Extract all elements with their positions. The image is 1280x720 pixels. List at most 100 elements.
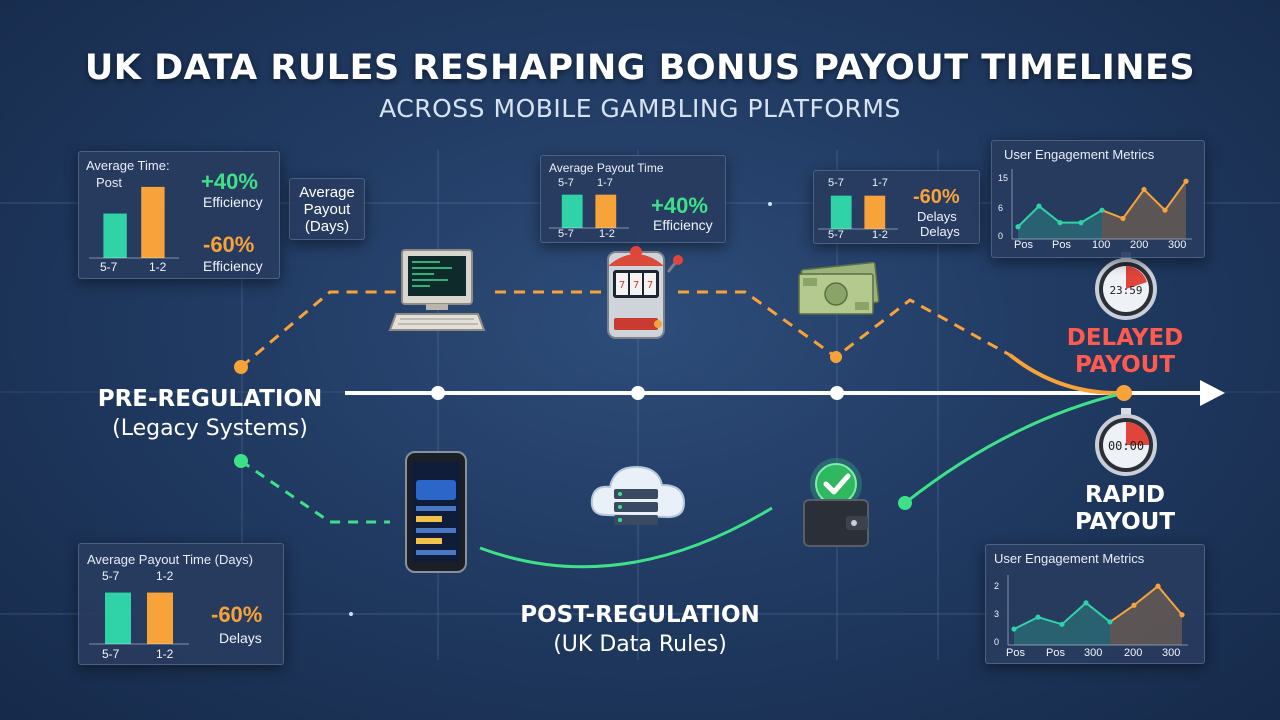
data-point xyxy=(1120,215,1126,222)
delayed-payout-label: DELAYED PAYOUT xyxy=(1066,325,1184,378)
y-tick: 3 xyxy=(994,609,1000,619)
post-regulation-final xyxy=(904,391,1125,505)
area-fill xyxy=(1014,602,1110,645)
x-tick: Pos xyxy=(1052,239,1071,251)
stopwatch-delayed-icon: 23:59 xyxy=(1095,252,1157,320)
bar-label: 1-2 xyxy=(599,228,615,240)
x-tick: 300 xyxy=(1168,239,1187,251)
panel-user-engagement-bottom: User Engagement Metrics 2 3 0 Pos Pos 30… xyxy=(985,544,1205,664)
panel-average-payout-time: Average Payout Time 5-7 1-7 5-7 1-2 +40%… xyxy=(540,155,726,243)
computer-icon xyxy=(388,249,486,331)
data-point xyxy=(1141,186,1147,193)
pre-regulation-sublabel: (Legacy Systems) xyxy=(112,416,308,441)
efficiency-stat: +40% xyxy=(201,169,258,194)
timeline-node xyxy=(431,386,445,400)
area-fill xyxy=(1018,206,1102,239)
bar-mark xyxy=(864,195,886,229)
page-subtitle: ACROSS MOBILE GAMBLING PLATFORMS xyxy=(379,94,901,123)
data-point xyxy=(1011,626,1017,632)
data-point xyxy=(1015,224,1021,230)
data-point xyxy=(1131,602,1137,608)
panel-title: User Engagement Metrics xyxy=(1004,147,1155,162)
panel-title: Average Payout Time xyxy=(549,161,664,175)
data-point xyxy=(1035,614,1041,620)
rapid-payout-label: RAPID PAYOUT xyxy=(1074,482,1176,535)
efficiency-stat: +40% xyxy=(651,193,708,218)
delays-label: Delays xyxy=(917,209,957,224)
bar-top-label: 1-7 xyxy=(597,177,613,189)
pre-regulation-path-solid xyxy=(1008,353,1125,396)
bar-top-label: 5-7 xyxy=(828,177,844,189)
data-point xyxy=(1057,220,1063,226)
x-tick: 200 xyxy=(1124,647,1143,659)
bar-label: 1-2 xyxy=(156,647,174,661)
bar-mark xyxy=(830,195,852,229)
y-tick: 0 xyxy=(998,231,1004,241)
x-tick: Pos xyxy=(1006,647,1025,659)
y-tick: 0 xyxy=(994,637,1000,647)
bar-mark xyxy=(561,194,583,228)
data-point xyxy=(1099,207,1105,213)
bar-chart xyxy=(818,195,898,230)
panel-user-engagement-top: User Engagement Metrics 15 6 0 Pos Pos 1… xyxy=(991,140,1205,258)
panel-title: Average Time: xyxy=(86,158,170,173)
bar-label: 5-7 xyxy=(100,260,118,274)
x-tick: 300 xyxy=(1084,647,1103,659)
bar-label: 1-2 xyxy=(149,260,167,274)
data-point xyxy=(1162,207,1168,213)
bar-chart xyxy=(89,592,189,645)
post-regulation-curve xyxy=(479,506,773,569)
y-tick: 2 xyxy=(994,581,1000,591)
bar-label: 5-7 xyxy=(828,229,844,241)
panel-average-payout-days: Average Payout Time (Days) 5-7 1-2 5-7 1… xyxy=(78,543,284,665)
panel-title: Average Payout Time (Days) xyxy=(87,552,253,567)
post-start-node xyxy=(234,454,248,468)
data-point xyxy=(1036,203,1042,209)
post-end-node xyxy=(898,496,912,510)
bar-mark xyxy=(595,194,617,228)
convergence-node xyxy=(1116,385,1132,401)
smartphone-icon xyxy=(405,451,467,573)
pre-regulation-label: PRE-REGULATION xyxy=(97,386,323,412)
bar-chart xyxy=(89,186,179,259)
svg-text:7: 7 xyxy=(633,280,639,291)
timeline-node xyxy=(830,386,844,400)
delays-stat: -60% xyxy=(211,602,263,627)
pre-dip-node xyxy=(830,351,842,363)
delays-label: Delays xyxy=(219,630,262,646)
pre-start-node xyxy=(234,360,248,374)
bar-top-label: 1-7 xyxy=(872,177,888,189)
series-line-orange xyxy=(1109,584,1183,623)
x-tick: Pos xyxy=(1014,239,1033,251)
delays-label: Delays xyxy=(920,224,960,239)
bar-mark xyxy=(147,592,173,644)
post-regulation-path xyxy=(240,459,390,524)
clock-readout: 23:59 xyxy=(1109,284,1142,297)
panel-title: User Engagement Metrics xyxy=(994,551,1145,566)
line-chart xyxy=(1007,575,1188,646)
post-regulation-sublabel: (UK Data Rules) xyxy=(553,632,727,657)
efficiency-label: Efficiency xyxy=(203,258,263,274)
data-point xyxy=(1183,178,1189,184)
area-fill xyxy=(1110,586,1182,645)
data-point xyxy=(1059,621,1065,627)
data-point xyxy=(1078,220,1084,226)
efficiency-label: Efficiency xyxy=(203,194,263,210)
bar-mark xyxy=(141,186,165,258)
data-point xyxy=(1107,619,1113,625)
data-point xyxy=(1155,583,1161,589)
y-tick: 15 xyxy=(998,173,1009,183)
timeline-node xyxy=(631,386,645,400)
wallet-check-icon xyxy=(803,458,869,547)
bar-label: 5-7 xyxy=(102,647,120,661)
bar-chart xyxy=(549,194,629,229)
stopwatch-rapid-icon: 00:00 xyxy=(1095,408,1157,476)
panel-delays: 5-7 1-7 5-7 1-2 -60% Delays Delays xyxy=(813,170,980,244)
x-tick: 200 xyxy=(1130,239,1149,251)
slot-machine-icon: 7 7 7 xyxy=(607,246,683,339)
average-payout-days-label: Average Payout (Days) xyxy=(289,178,365,240)
area-fill xyxy=(1102,181,1186,239)
cash-icon xyxy=(798,261,880,315)
y-tick: 6 xyxy=(998,203,1004,213)
